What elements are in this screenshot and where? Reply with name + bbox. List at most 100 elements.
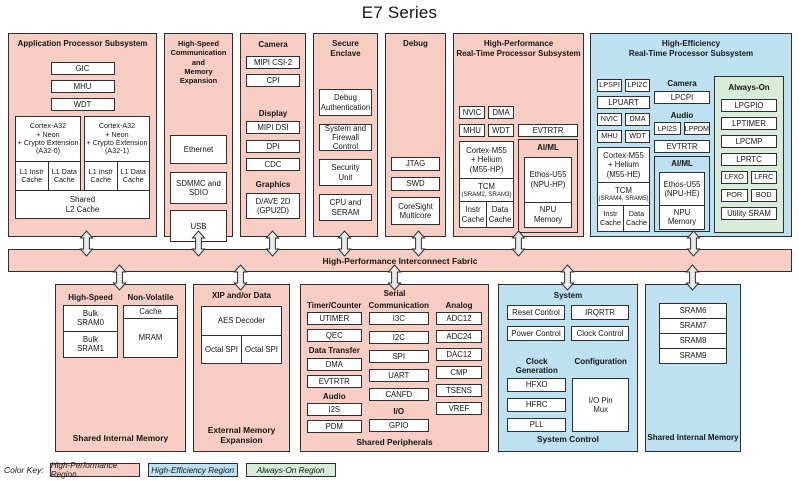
tcm-subtitle: (SRAM4, SRAM5) [598, 194, 649, 202]
bidirectional-arrow-icon [560, 264, 575, 291]
chip-box: PLL [507, 417, 567, 432]
npu-memory-box: NPU Memory [659, 204, 705, 230]
bidirectional-arrow-icon [265, 230, 280, 257]
tcm-subtitle: (SRAM2, SRAM3) [461, 190, 512, 198]
timer-counter-header: Timer/Counter [307, 300, 362, 310]
chip-box: IRQRTR [571, 304, 629, 320]
sram-box: SRAM9 [659, 348, 727, 364]
block-secure-enclave: Secure Enclave Debug Authentication Syst… [313, 33, 378, 237]
chip-box: VREF [435, 402, 482, 416]
clockgen-config-headers: Clock Generation Configuration [507, 357, 629, 376]
audio-list: I2S PDM [307, 403, 362, 434]
tcm-box: TCM (SRAM4, SRAM5) [597, 182, 650, 206]
chip-box: DMA [488, 106, 515, 119]
chip-box: PDM [307, 420, 362, 434]
chip-box: HFRC [507, 397, 567, 412]
chip-box: Ethernet [170, 135, 227, 165]
chip-box: ADC12 [435, 312, 482, 326]
tcm-title: TCM [615, 185, 632, 195]
sram-box: SRAM6 [659, 303, 727, 319]
chip-box: DAC12 [435, 348, 482, 362]
color-key-label: Color Key: [4, 465, 44, 475]
chip-box: I3C [368, 312, 429, 326]
sram-box: SRAM7 [659, 318, 727, 334]
cache-box: Data Cache [623, 205, 650, 232]
bidirectional-arrow-icon [191, 230, 206, 257]
always-on-header: Always-On [728, 83, 770, 92]
chip-box: BOD [750, 188, 777, 202]
chip-box: LPTIMER [721, 116, 777, 130]
chip-box: MIPI DSI [246, 121, 300, 135]
color-key-always-on: Always-On Region [245, 463, 336, 477]
block-hp-realtime-subsystem: High-Performance Real-Time Processor Sub… [453, 33, 584, 237]
sram-box: SRAM8 [659, 333, 727, 349]
chip-box: LPRTC [721, 152, 777, 166]
block-debug: Debug JTAG SWD CoreSight Multicore [385, 33, 446, 237]
cache-box: L1 Instr Cache [15, 161, 49, 191]
octal-spi-box: Octal SPI [201, 335, 242, 364]
block-label: External Memory Expansion [207, 424, 276, 445]
camera-header: Camera [258, 40, 288, 49]
xip-header: XIP and/or Data [212, 291, 271, 300]
utility-sram-box: Utility SRAM [721, 206, 777, 220]
chip-box: NVIC [597, 113, 622, 126]
chip-box: GIC [50, 62, 115, 75]
bidirectional-arrow-icon [511, 230, 526, 257]
cpu-cluster-a32-0: Cortex-A32 + Neon + Crypto Extension (A3… [15, 116, 81, 191]
chip-box: WDT [50, 98, 115, 111]
aiml-header: AI/ML [537, 143, 559, 152]
cpu-cluster-a32-1: Cortex-A32 + Neon + Crypto Extension (A3… [84, 116, 150, 191]
non-volatile-header: Non-Volatile [127, 293, 174, 302]
block-title: Debug [403, 39, 428, 48]
color-key-high-efficiency: High-Efficiency Region [147, 463, 238, 477]
cache-box: Instr Cache [597, 205, 624, 232]
bidirectional-arrow-icon [411, 230, 426, 257]
bidirectional-arrow-icon [685, 264, 700, 291]
chip-box: ADC24 [435, 330, 482, 344]
hprt-npu-column: EVTRTR AI/ML Ethos-U55 (NPU-HP) NPU Memo… [518, 106, 578, 233]
chip-box: LPSPI [597, 79, 622, 92]
npu-box: Ethos-U55 (NPU-HP) [524, 156, 572, 203]
npu-stack: Ethos-U55 (NPU-HE) NPU Memory [659, 171, 705, 230]
display-header: Display [258, 108, 288, 118]
io-header: I/O [393, 407, 405, 417]
npu-box: Ethos-U55 (NPU-HE) [659, 171, 705, 206]
chip-box: LPUART [597, 96, 650, 109]
chip-box: LPCPI [654, 90, 710, 104]
chip-box: SPI [368, 350, 429, 364]
color-key: Color Key: High-Performance Region High-… [4, 461, 344, 479]
audio-header: Audio [322, 391, 346, 401]
chip-box: MIPI CSI-2 [246, 55, 300, 69]
cpu-core-box: Cortex-A32 + Neon + Crypto Extension (A3… [15, 116, 81, 162]
block-label: System Control [537, 433, 599, 444]
block-he-realtime-subsystem: High-Efficiency Real-Time Processor Subs… [590, 33, 792, 237]
block-label: Shared Internal Memory [72, 432, 169, 443]
bidirectional-arrow-icon [337, 230, 352, 257]
chip-box: MHU [459, 124, 486, 137]
system-header: System [553, 291, 583, 300]
block-title: High-Performance Real-Time Processor Sub… [456, 39, 581, 58]
chip-box: I2S [307, 403, 362, 417]
coresight-box: CoreSight Multicore [391, 197, 440, 225]
analog-header: Analog [445, 300, 473, 310]
chip-box: JTAG [391, 157, 440, 171]
